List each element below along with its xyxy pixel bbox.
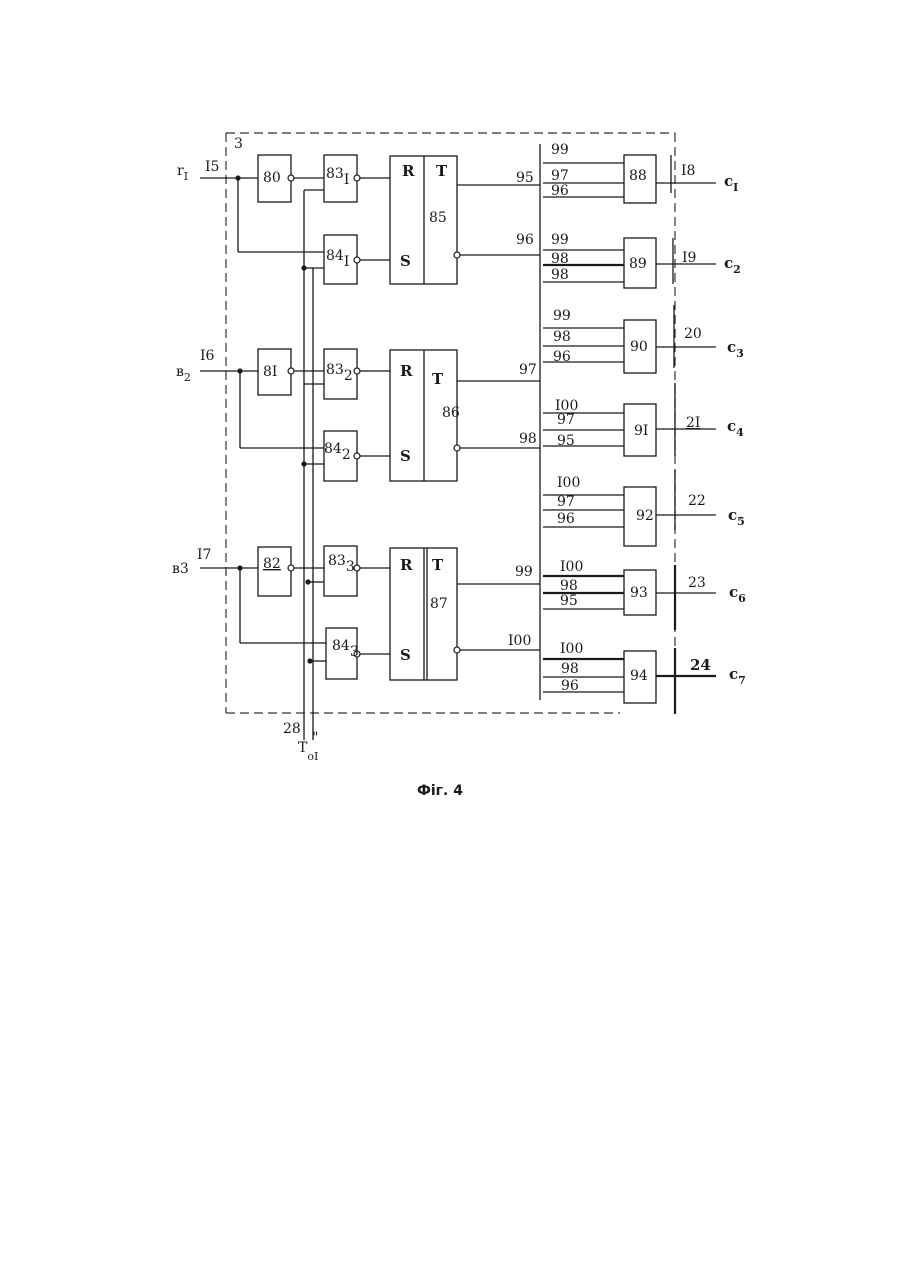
- figure-caption: Фіг. 4: [417, 783, 463, 799]
- out88-in3: 96: [551, 183, 569, 199]
- input-signal-2: в2: [176, 364, 191, 384]
- out93-signal: c6: [729, 583, 746, 605]
- out94-signal: c7: [729, 665, 746, 687]
- output-97: 97: [519, 362, 537, 378]
- out89-line: I9: [682, 250, 696, 266]
- input-signal-1: rI: [177, 163, 188, 183]
- output-96: 96: [516, 232, 534, 248]
- out92-signal: c5: [728, 506, 745, 528]
- input-line-3: I7: [197, 547, 211, 563]
- block-8I-label: 8I: [263, 364, 277, 380]
- out94-num: 94: [630, 668, 648, 684]
- trigger-85-num: 85: [429, 210, 447, 226]
- output-I00: I00: [508, 633, 531, 649]
- out92-num: 92: [636, 508, 654, 524]
- out92-in1: I00: [557, 475, 580, 491]
- clock-sup: ": [312, 730, 318, 746]
- out88-line: I8: [681, 163, 695, 179]
- out90-num: 90: [630, 339, 648, 355]
- trigger-86-r: R: [400, 362, 413, 380]
- out93-num: 93: [630, 585, 648, 601]
- out89-in3: 98: [551, 267, 569, 283]
- out94-in1: I00: [560, 641, 583, 657]
- trigger-85-t: T: [436, 162, 448, 180]
- out9I-in2: 97: [557, 412, 575, 428]
- input-line-2: I6: [200, 348, 215, 364]
- out9I-num: 9I: [634, 423, 648, 439]
- trigger-86-t: T: [432, 370, 444, 388]
- output-95: 95: [516, 170, 534, 186]
- out9I-line: 2I: [686, 415, 700, 431]
- block-82-label: 82: [263, 556, 281, 572]
- out88-signal: cI: [724, 172, 738, 194]
- input-row-1: [200, 175, 390, 260]
- out94-in2: 98: [561, 661, 579, 677]
- output-99: 99: [515, 564, 533, 580]
- out93-in2: 98: [560, 578, 578, 594]
- trigger-87-s: S: [400, 646, 411, 664]
- out90-in2: 98: [553, 329, 571, 345]
- out88-in2: 97: [551, 168, 569, 184]
- trigger-87-t: T: [432, 556, 444, 574]
- block-80-label: 80: [263, 170, 281, 186]
- out90-in3: 96: [553, 349, 571, 365]
- out9I-in3: 95: [557, 433, 575, 449]
- clock-line-number: 28: [283, 721, 301, 737]
- out94-line: 24: [690, 656, 711, 674]
- out94-in3: 96: [561, 678, 579, 694]
- out93-line: 23: [688, 575, 706, 591]
- trigger-85-r: R: [402, 162, 415, 180]
- trigger-87-num: 87: [430, 596, 448, 612]
- out89-num: 89: [629, 256, 647, 272]
- clock-bus: [301, 190, 326, 740]
- output-98: 98: [519, 431, 537, 447]
- out93-in3: 95: [560, 593, 578, 609]
- out90-line: 20: [684, 326, 702, 342]
- trigger-86-s: S: [400, 447, 411, 465]
- trigger-87-r: R: [400, 556, 413, 574]
- out89-signal: c2: [724, 254, 741, 276]
- out92-line: 22: [688, 493, 706, 509]
- input-row-2: [200, 368, 390, 456]
- out90-signal: c3: [727, 338, 744, 360]
- trigger-86-num: 86: [442, 405, 460, 421]
- out9I-signal: c4: [727, 417, 744, 439]
- trigger-85-s: S: [400, 252, 411, 270]
- out92-in3: 96: [557, 511, 575, 527]
- out90-in1: 99: [553, 308, 571, 324]
- unit-label: 3: [234, 136, 243, 152]
- input-row-3: [200, 565, 390, 654]
- out88-num: 88: [629, 168, 647, 184]
- input-line-1: I5: [205, 159, 219, 175]
- out93-in1: I00: [560, 559, 583, 575]
- out89-in2: 98: [551, 251, 569, 267]
- out88-in1: 99: [551, 142, 569, 158]
- out89-in1: 99: [551, 232, 569, 248]
- out92-in2: 97: [557, 494, 575, 510]
- input-signal-3: в3: [172, 561, 189, 577]
